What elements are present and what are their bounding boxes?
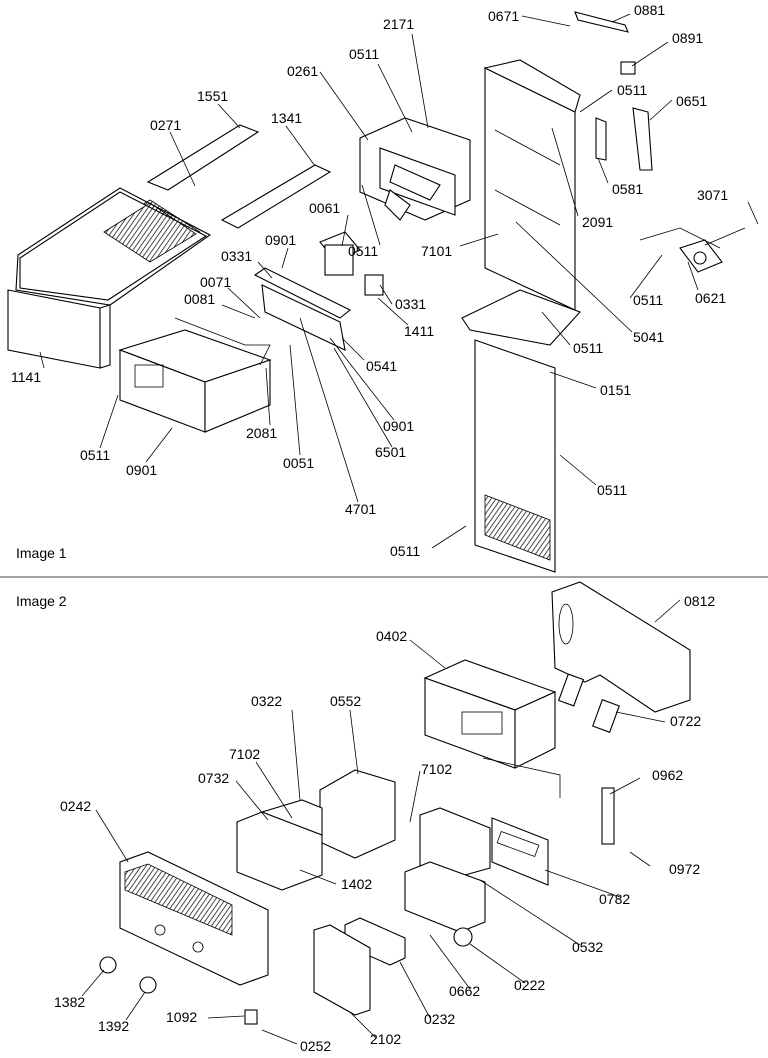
image-1-drawing bbox=[7, 11, 759, 573]
lamp-assembly-part bbox=[679, 227, 746, 273]
callout-label: 0662 bbox=[449, 983, 480, 999]
callout-label: 0331 bbox=[221, 248, 252, 264]
callout-label: 0511 bbox=[617, 82, 647, 98]
callout-label: 1402 bbox=[341, 876, 372, 892]
bar-0881-part bbox=[574, 11, 629, 33]
callout-label: 0732 bbox=[198, 770, 229, 786]
block-0891-part bbox=[620, 61, 636, 75]
callout-label: 0782 bbox=[599, 891, 630, 907]
image-2-caption: Image 2 bbox=[16, 593, 67, 609]
callout-label: 0511 bbox=[597, 482, 627, 498]
callout-label: 0901 bbox=[265, 232, 296, 248]
icemaker-part bbox=[359, 117, 471, 221]
standoff-0722-part bbox=[592, 699, 620, 733]
chute-0532-part bbox=[404, 807, 491, 933]
callout-label: 0061 bbox=[309, 200, 340, 216]
callout-label: 7102 bbox=[229, 746, 260, 762]
callout-label: 0051 bbox=[283, 455, 314, 471]
callout-label: 0402 bbox=[376, 628, 407, 644]
image-1-callouts: 0671 0881 2171 0891 0511 0261 0511 0651 … bbox=[11, 2, 728, 559]
callout-label: 0671 bbox=[488, 8, 519, 24]
callout-label: 6501 bbox=[375, 444, 406, 460]
callout-label: 0901 bbox=[126, 462, 157, 478]
callout-label: 0891 bbox=[672, 30, 703, 46]
callout-label: 2081 bbox=[246, 425, 277, 441]
rail-1551-part bbox=[146, 124, 260, 191]
callout-label: 0151 bbox=[600, 382, 631, 398]
callout-label: 0621 bbox=[695, 290, 726, 306]
bracket-0651-part bbox=[632, 107, 653, 171]
knob-1392-part bbox=[139, 976, 157, 994]
callout-label: 7101 bbox=[421, 243, 452, 259]
callout-label: 1141 bbox=[11, 369, 41, 385]
callout-label: 0962 bbox=[652, 767, 683, 783]
callout-label: 0242 bbox=[60, 798, 91, 814]
bezel-2102-part bbox=[313, 924, 371, 1016]
callout-label: 1341 bbox=[271, 110, 302, 126]
rail-1341-part bbox=[220, 164, 332, 229]
callout-label: 0552 bbox=[330, 693, 361, 709]
callout-label: 0081 bbox=[184, 291, 215, 307]
callout-label: 1411 bbox=[404, 323, 434, 339]
callout-label: 0222 bbox=[514, 977, 545, 993]
callout-label: 7102 bbox=[421, 761, 452, 777]
callout-label: 0261 bbox=[287, 63, 318, 79]
standoff-0722b-part bbox=[557, 673, 585, 707]
ice-bin-part bbox=[7, 187, 212, 369]
callout-label: 1392 bbox=[98, 1018, 129, 1034]
callout-label: 0071 bbox=[200, 274, 231, 290]
callout-label: 0511 bbox=[573, 340, 603, 356]
callout-label: 5041 bbox=[633, 329, 664, 345]
callout-label: 0331 bbox=[395, 296, 426, 312]
clip-1092-part bbox=[244, 1009, 258, 1025]
board-0732-part bbox=[236, 799, 323, 891]
callout-label: 0232 bbox=[424, 1011, 455, 1027]
image-2-drawing bbox=[81, 581, 691, 1045]
cabinet-frame-part bbox=[461, 59, 581, 573]
callout-label: 1092 bbox=[166, 1009, 197, 1025]
callout-label: 3071 bbox=[697, 187, 728, 203]
image-1-caption: Image 1 bbox=[16, 545, 67, 561]
callout-label: 0901 bbox=[383, 418, 414, 434]
callout-label: 0511 bbox=[80, 447, 110, 463]
callout-label: 0881 bbox=[634, 2, 665, 18]
callout-label: 0511 bbox=[349, 46, 379, 62]
image-2-callouts: 0812 0402 0552 0722 0322 7102 7102 0732 … bbox=[54, 593, 715, 1054]
callout-label: 2091 bbox=[582, 214, 613, 230]
callout-label: 1382 bbox=[54, 994, 85, 1010]
callout-label: 0322 bbox=[251, 693, 282, 709]
callout-label: 0532 bbox=[572, 939, 603, 955]
callout-label: 0541 bbox=[366, 358, 397, 374]
bracket-0581-part bbox=[595, 117, 607, 161]
image-2-leader-lines bbox=[81, 599, 681, 1045]
image-1-leader-lines bbox=[39, 13, 759, 549]
callout-label: 0271 bbox=[150, 117, 181, 133]
front-panel-0242-part bbox=[119, 851, 269, 986]
callout-label: 0252 bbox=[300, 1038, 331, 1054]
callout-label: 0581 bbox=[612, 181, 643, 197]
callout-label: 0651 bbox=[676, 93, 707, 109]
callout-label: 0511 bbox=[390, 543, 420, 559]
callout-label: 0972 bbox=[669, 861, 700, 877]
callout-label: 0511 bbox=[633, 292, 663, 308]
housing-0402-part bbox=[423, 659, 557, 769]
motor-0222-part bbox=[453, 927, 473, 947]
control-plate-part bbox=[253, 231, 384, 351]
callout-label: 2171 bbox=[383, 16, 414, 32]
callout-label: 2102 bbox=[370, 1031, 401, 1047]
callout-label: 1551 bbox=[197, 88, 228, 104]
panel-0552-part bbox=[319, 769, 396, 859]
callout-label: 0511 bbox=[348, 243, 378, 259]
knob-1382-part bbox=[99, 956, 117, 974]
housing-0051-part bbox=[118, 329, 272, 433]
callout-label: 4701 bbox=[345, 501, 376, 517]
bracket-0812-part bbox=[551, 581, 691, 713]
callout-label: 0722 bbox=[670, 713, 701, 729]
bracket-0962-part bbox=[601, 787, 615, 845]
callout-label: 0812 bbox=[684, 593, 715, 609]
